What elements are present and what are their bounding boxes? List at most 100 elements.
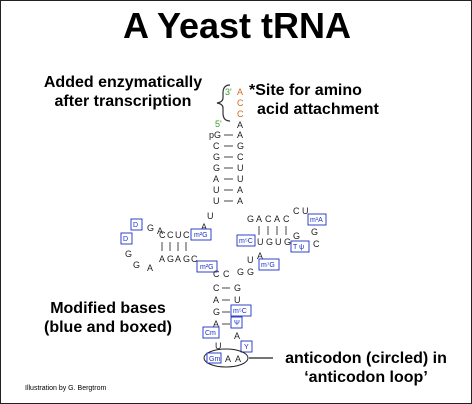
t-loop-base: U xyxy=(302,206,309,216)
junction-base: C xyxy=(223,269,230,279)
d-stem-bottom: A xyxy=(175,254,181,264)
anticodon-callout-line-1: anticodon (circled) in xyxy=(285,350,447,367)
modified-base-d: D xyxy=(133,222,138,229)
d-stem-top: C xyxy=(159,230,166,240)
modified-base-y: Y xyxy=(244,344,249,351)
acceptor-left-base: C xyxy=(213,141,220,151)
d-loop-base: G xyxy=(147,223,154,233)
t-stem-top: C xyxy=(265,214,272,224)
d-arm: D G A D G G A C U C G A G A C C m²G xyxy=(120,218,212,273)
d-loop-base: G xyxy=(125,249,132,259)
t-stem-top: C xyxy=(283,214,290,224)
t-loop-base: C xyxy=(313,239,320,249)
t-stem-bottom: U xyxy=(275,237,282,247)
amino-acid-site-callout: *Site for amino acid attachment xyxy=(249,81,379,119)
acceptor-stem-right: A G C U U A A xyxy=(237,130,244,206)
d-stem-bottom: A xyxy=(159,254,165,264)
anticodon-stem-left: A xyxy=(213,295,219,305)
illustration-credit: Illustration by G. Bergtrom xyxy=(25,385,107,392)
acceptor-right-base: G xyxy=(237,141,244,151)
modified-base-m1a: m¹A xyxy=(310,217,323,224)
page-title: A Yeast tRNA xyxy=(122,5,352,46)
variable-base: A xyxy=(257,251,263,261)
acceptor-left-base: G xyxy=(213,152,220,162)
acceptor-left-base: G xyxy=(213,163,220,173)
t-loop-base: G xyxy=(311,227,318,237)
t-loop-base: C xyxy=(293,206,300,216)
d-loop-base: G xyxy=(133,260,140,270)
junction-base: C xyxy=(213,269,220,279)
cca-bracket xyxy=(216,84,231,122)
anticodon-stem: C A G A G U m⁵C Ψ A Cm U Y xyxy=(202,283,253,353)
anticodon-stem-left: A xyxy=(213,319,219,329)
anticodon-loop-base: U xyxy=(215,341,222,351)
modified-base-m2g-2: m²G xyxy=(200,264,214,271)
acceptor-right-base: A xyxy=(237,196,243,206)
d-loop-base: A xyxy=(147,263,153,273)
anticodon-stem-left: C xyxy=(213,283,220,293)
t-stem-bottom: G xyxy=(266,237,273,247)
d-stem-top: C xyxy=(167,230,174,240)
acceptor-right-base: A xyxy=(237,130,243,140)
five-prime-label: 5' xyxy=(215,119,222,129)
site-callout-line-2: acid attachment xyxy=(257,101,379,118)
acceptor-right-base: A xyxy=(237,185,243,195)
t-stem-top: G xyxy=(247,214,254,224)
modified-base-psi: Ψ xyxy=(234,320,240,327)
t-stem-top: A xyxy=(274,214,280,224)
added-callout-line-1: Added enzymatically xyxy=(43,74,203,91)
t-stem-bottom: G xyxy=(293,231,300,241)
acceptor-right-base: C xyxy=(237,152,244,162)
modified-base-t-psi: T ψ xyxy=(293,244,304,251)
added-enzymatically-callout: Added enzymatically after transcription xyxy=(15,73,231,111)
variable-region: A m⁷G G G U xyxy=(237,251,280,277)
anticodon-base-gm: Gm xyxy=(209,356,220,363)
junction-base: U xyxy=(207,211,214,221)
acceptor-left-base: U xyxy=(213,196,220,206)
variable-base: G xyxy=(247,267,254,277)
anticodon-loop: Gm A A xyxy=(203,348,249,368)
site-callout-line-1: *Site for amino xyxy=(249,82,362,99)
anticodon-stem-right: U xyxy=(234,295,241,305)
added-callout-line-2: after transcription xyxy=(54,93,192,110)
modified-base-cm: Cm xyxy=(205,330,216,337)
anticodon-base: A xyxy=(235,354,241,364)
d-loop-base: A xyxy=(157,226,163,236)
modified-base-m2g: m²G xyxy=(194,232,208,239)
acceptor-left-base: U xyxy=(213,185,220,195)
modified-base-m5c-2: m⁵C xyxy=(233,308,247,315)
modified-base-d: D xyxy=(123,236,128,243)
t-arm: G A C A C m⁵C U G U G C U m¹A G C T ψ G xyxy=(236,206,327,253)
t-stem-bottom: G xyxy=(284,237,291,247)
anticodon-stem-left: G xyxy=(213,307,220,317)
d-stem-top: U xyxy=(175,230,182,240)
modified-callout-line-2: (blue and boxed) xyxy=(44,319,172,336)
cca-base-1: A xyxy=(237,87,243,97)
anticodon-circle xyxy=(203,348,249,368)
anticodon-base: A xyxy=(225,354,231,364)
modified-callout-line-1: Modified bases xyxy=(50,300,166,317)
t-stem-bottom: U xyxy=(257,237,264,247)
three-prime-label: 3' xyxy=(225,87,232,97)
acceptor-left-base: pG xyxy=(209,130,221,140)
acceptor-right-base: U xyxy=(237,163,244,173)
anticodon-callout: anticodon (circled) in ‘anticodon loop’ xyxy=(277,349,455,387)
cca-base-2: C xyxy=(237,98,244,108)
t-stem-top: A xyxy=(256,214,262,224)
acceptor-stem-left: pG C G G A U U xyxy=(209,130,221,206)
anticodon-stem-right: A xyxy=(234,331,240,341)
acceptor-left-base: A xyxy=(213,174,219,184)
d-stem-bottom: G xyxy=(167,254,174,264)
d-stem-bottom: G xyxy=(183,254,190,264)
modified-base-m7g: m⁷G xyxy=(261,262,275,269)
acceptor-stem-pairs xyxy=(224,134,233,202)
junction-base: A xyxy=(201,222,207,232)
cca-base-3: C xyxy=(237,109,244,119)
variable-base: G xyxy=(237,267,244,277)
d-stem-bottom: C xyxy=(191,254,198,264)
discriminator-base: A xyxy=(237,120,243,130)
anticodon-stem-right: G xyxy=(234,283,241,293)
acceptor-right-base: U xyxy=(237,174,244,184)
